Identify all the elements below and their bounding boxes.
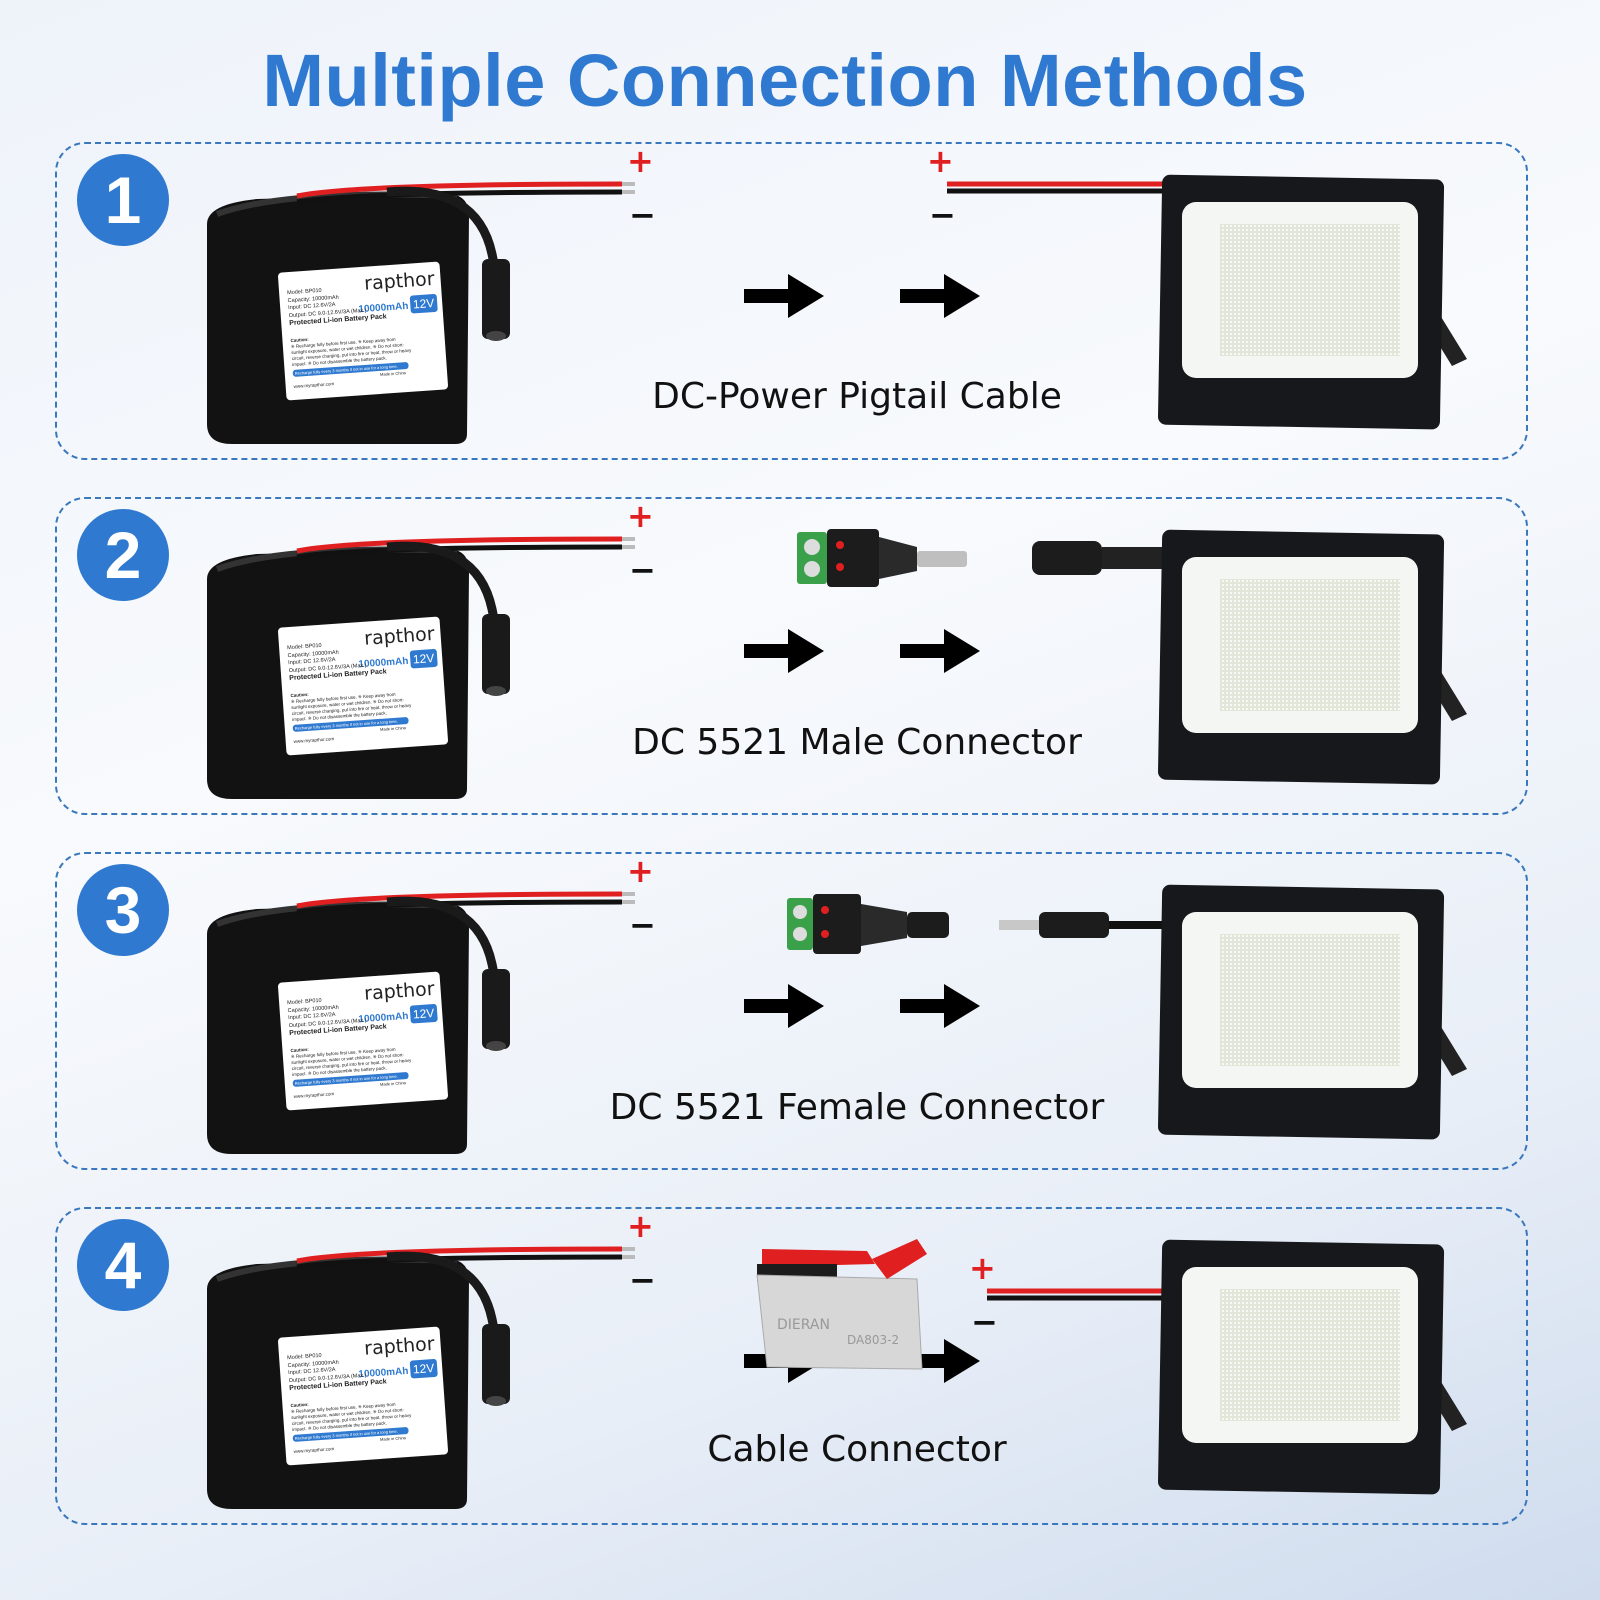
method-caption: DC 5521 Female Connector — [609, 1087, 1105, 1128]
method-number-badge: 3 — [77, 864, 169, 956]
arrow-right-icon — [900, 629, 980, 673]
arrow-right-icon — [744, 984, 824, 1028]
method-illustration: + − + − — [207, 144, 1467, 444]
svg-text:DIERAN: DIERAN — [777, 1317, 830, 1333]
cable-connector-clip: DIERAN DA803-2 — [756, 1239, 927, 1370]
made-in: Made in China — [379, 725, 406, 732]
voltage-badge: 12V — [409, 293, 438, 314]
method-number-badge: 4 — [77, 1219, 169, 1311]
minus-sign: − — [629, 1261, 656, 1299]
voltage-badge: 12V — [409, 1003, 438, 1024]
dc-female-connector — [787, 894, 949, 954]
plus-sign: + — [969, 1249, 996, 1287]
floodlight — [1158, 1239, 1467, 1495]
minus-sign: − — [629, 551, 656, 589]
voltage-badge: 12V — [409, 648, 438, 669]
arrow-right-icon — [744, 629, 824, 673]
plus-sign: + — [627, 1209, 654, 1245]
method-panel-4: + − DIERAN DA803-2 + − rapthor 12V 10000m… — [55, 1207, 1528, 1525]
minus-sign: − — [971, 1303, 998, 1341]
arrow-right-icon — [900, 274, 980, 318]
made-in: Made in China — [379, 370, 406, 377]
minus-sign: − — [629, 196, 656, 234]
plus-sign: + — [627, 854, 654, 890]
floodlight — [1158, 174, 1467, 430]
plus-sign: + — [627, 499, 654, 535]
arrow-right-icon — [744, 274, 824, 318]
page-title: Multiple Connection Methods — [262, 39, 1308, 122]
arrow-right-icon — [900, 984, 980, 1028]
dc-female-plug — [1032, 541, 1177, 575]
website: www.myrapthor.com — [293, 381, 335, 389]
floodlight — [1158, 884, 1467, 1140]
minus-sign: − — [629, 906, 656, 944]
made-in: Made in China — [379, 1435, 406, 1442]
method-caption: DC 5521 Male Connector — [632, 722, 1082, 763]
svg-text:DA803-2: DA803-2 — [847, 1333, 899, 1347]
method-illustration: + − — [207, 499, 1467, 799]
made-in: Made in China — [379, 1080, 406, 1087]
dc-male-connector — [797, 529, 967, 587]
method-number-badge: 1 — [77, 154, 169, 246]
website: www.myrapthor.com — [293, 1091, 335, 1099]
voltage-badge: 12V — [409, 1358, 438, 1379]
website: www.myrapthor.com — [293, 736, 335, 744]
plus-sign: + — [927, 144, 954, 180]
minus-sign: − — [929, 196, 956, 234]
plus-sign: + — [627, 144, 654, 180]
method-panel-1: + − + − rapthor 12V 10000mAh Model: BP01… — [55, 142, 1528, 460]
website: www.myrapthor.com — [293, 1446, 335, 1454]
method-caption: DC-Power Pigtail Cable — [652, 376, 1062, 417]
method-number-badge: 2 — [77, 509, 169, 601]
dc-male-plug — [999, 912, 1175, 938]
floodlight — [1158, 529, 1467, 785]
method-illustration: + − DIERAN DA803-2 + − — [207, 1209, 1467, 1509]
method-caption: Cable Connector — [707, 1429, 1007, 1470]
